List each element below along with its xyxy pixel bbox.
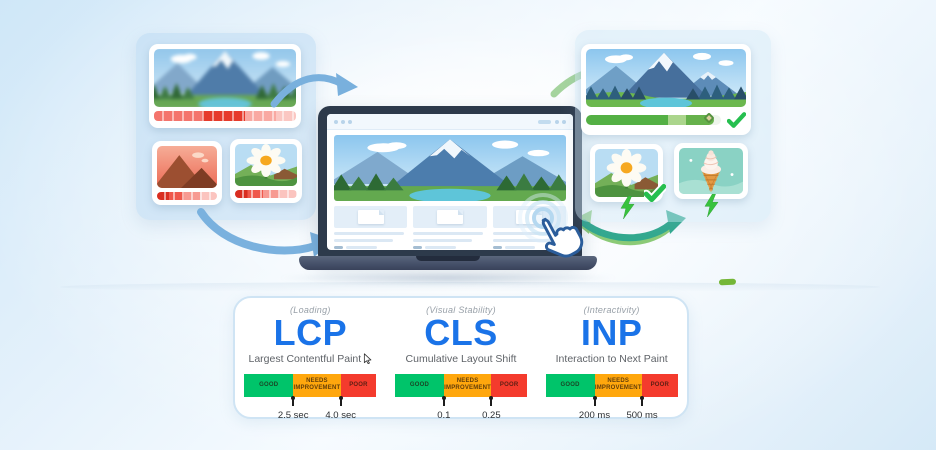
metric-category: (Loading) [289,305,331,315]
metric-name: Cumulative Layout Shift [405,352,517,365]
check-icon [644,184,666,202]
threshold-tick [641,396,644,406]
document-icon [357,210,384,224]
metric-acronym: LCP [273,312,348,353]
document-icon [436,210,463,224]
check-icon [727,112,746,128]
threshold-tick [292,396,295,406]
scale-poor: POOR [642,373,678,397]
metric-cls: (Visual Stability) CLS Cumulative Layout… [386,305,537,421]
mouse-cursor-icon [364,353,372,364]
daisy-flower-image [595,149,658,197]
scale-good: GOOD [395,373,444,397]
optimized-images-panel [575,30,771,222]
lightning-bolt-icon [620,196,635,219]
metric-name: Interaction to Next Paint [555,352,668,365]
threshold-value: 4.0 sec [325,409,357,421]
slow-flower-image-card [230,139,302,203]
arrow-exchange-bottom-icon [572,210,686,246]
threshold-tick [339,396,342,406]
optimized-icecream-image-card [674,143,748,199]
optimized-flower-image-card [590,144,666,202]
arrow-left-to-laptop-top-icon [270,73,358,108]
metric-name: Largest Contentful Paint [235,353,386,365]
toolbar-dot-icon [555,119,559,124]
toolbar-dot-icon [562,119,566,124]
red-loading-bar [157,192,217,200]
threshold-tick [442,396,445,406]
toolbar-pill-icon [538,119,551,124]
threshold-value: 500 ms [626,409,658,421]
scale-poor: POOR [340,373,377,397]
metric-category: (Visual Stability) [426,305,496,315]
browser-toolbar [327,114,573,130]
laptop-base [299,256,597,270]
metric-scale: GOOD NEEDS IMPROVEMENT POOR 0.1 0.25 [395,373,527,424]
core-web-vitals-metrics-panel: (Loading) LCP Largest Contentful Paint G… [233,296,689,421]
lightning-bolt-icon [704,194,719,217]
green-progress-bar [586,112,721,125]
threshold-value: 0.25 [482,409,501,421]
ground-shadow [60,282,880,292]
metric-category: (Interactivity) [583,305,640,315]
scale-needs-improvement: NEEDS IMPROVEMENT [443,373,492,397]
scale-good: GOOD [545,373,595,397]
sharp-mountain-image [586,49,746,107]
metric-scale: GOOD NEEDS IMPROVEMENT POOR 200 ms 500 m… [545,373,678,424]
threshold-tick [593,396,596,406]
red-loading-bar [154,111,296,121]
metric-acronym: INP [580,312,643,353]
threshold-value: 0.1 [437,409,451,421]
sunset-mountain-image [157,146,217,188]
hand-pointer-click-icon [518,193,584,258]
scale-poor: POOR [491,373,527,397]
content-card [334,206,408,249]
scale-good: GOOD [244,373,294,397]
ice-cream-image [679,148,743,194]
scale-needs-improvement: NEEDS IMPROVEMENT [594,373,643,397]
window-dot-icon [348,119,352,124]
browser-window [327,114,573,250]
threshold-tick [490,396,493,406]
scale-needs-improvement: NEEDS IMPROVEMENT [293,373,341,397]
optimized-hero-image-card [581,44,751,135]
metric-acronym: CLS [424,312,498,353]
red-loading-bar [235,190,297,198]
threshold-value: 200 ms [578,409,611,421]
slow-sunset-image-card [152,141,222,205]
threshold-value: 2.5 sec [277,409,309,421]
green-dash-icon [718,278,737,286]
content-card [413,206,487,249]
metric-scale: GOOD NEEDS IMPROVEMENT POOR 2.5 sec 4.0 … [244,373,377,424]
metric-inp: (Interactivity) INP Interaction to Next … [536,305,687,421]
metric-lcp: (Loading) LCP Largest Contentful Paint G… [235,305,386,421]
slow-hero-image-card [149,44,301,128]
laptop-shadow [278,271,618,285]
unoptimized-images-panel [136,33,316,220]
blurry-mountain-image [154,49,296,107]
window-dot-icon [334,119,338,124]
hero-mountain-image [334,135,566,201]
window-dot-icon [341,119,345,124]
daisy-flower-image [235,144,297,186]
